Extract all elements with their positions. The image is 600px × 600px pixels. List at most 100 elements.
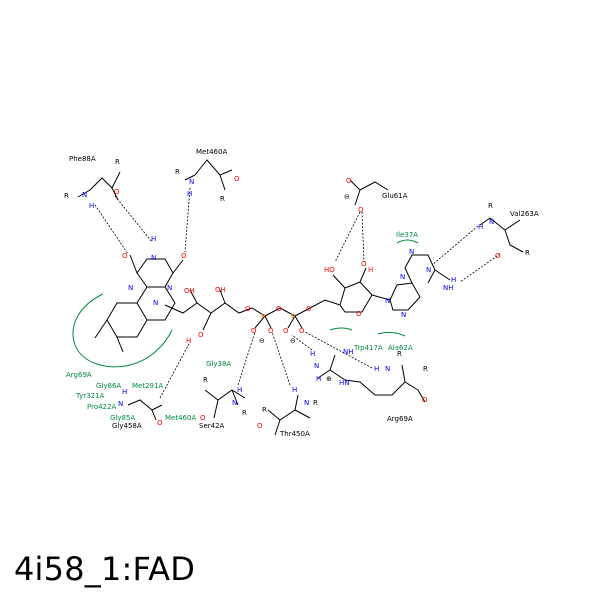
atom-r-arg69-b: R — [423, 365, 428, 373]
atom-r-ser42-a: R — [203, 376, 208, 384]
atom-h-arg69-bb: H — [374, 365, 379, 373]
hbond-val263-n6 — [459, 253, 501, 283]
hbond-phe88-o4 — [114, 195, 153, 243]
atom-n1-adenine: N — [426, 266, 431, 274]
atom-o-pb-1: O — [283, 327, 289, 335]
hbond-glu61-o3 — [361, 211, 365, 263]
residue-label-gly85: Gly85A — [110, 414, 135, 422]
hbond-arg69-op-b — [304, 331, 373, 369]
ligand-title: 4i58_1:FAD — [14, 550, 196, 588]
atom-n3: N — [151, 254, 156, 262]
hbond-val263-n1 — [431, 225, 479, 266]
atom-n9: N — [385, 297, 390, 305]
atom-o-ser42: O — [200, 414, 206, 422]
atom-h-arg69-c: H — [316, 375, 321, 383]
atom-o-glu61-a: O — [346, 177, 352, 185]
atom-o5-ribose: O — [306, 305, 312, 313]
atom-h-ribityl-3: H — [186, 337, 191, 345]
ligand-bonds — [77, 159, 524, 436]
atom-n-arg69-bb: N — [385, 365, 390, 373]
atom-h-phe88: H — [89, 202, 94, 210]
atom-oh-ribityl-4: OH — [215, 286, 226, 294]
atom-o-gly458: O — [157, 419, 163, 427]
atom-nh-adenine: NH — [443, 284, 454, 292]
atom-r-arg69-a: R — [397, 350, 402, 358]
atom-h-ribose-3: H — [368, 266, 373, 274]
hbond-thr450-op — [271, 331, 291, 386]
residue-label-gly38: Gly38A — [206, 360, 231, 368]
atom-nh-arg69-b: N — [314, 362, 319, 370]
atom-o-glu61-b: O — [358, 206, 364, 214]
hbond-ser42-op — [237, 331, 256, 386]
atom-o-ribityl-3: O — [198, 331, 204, 339]
atom-o-met460: O — [234, 175, 240, 183]
atom-r-met460-a: R — [175, 168, 180, 176]
residue-label-pro422: Pro422A — [87, 403, 116, 411]
hydrogen-bonds — [94, 187, 501, 399]
atom-o-phe88: O — [114, 188, 120, 196]
residue-label-val263: Val263A — [510, 210, 539, 218]
atom-n-ser42: N — [232, 399, 237, 407]
atom-ho-ribose-2: HO — [324, 266, 335, 274]
residue-label-ile37: Ile37A — [396, 231, 418, 239]
atom-h-met460: H — [187, 190, 192, 198]
atom-r-ser42-b: R — [242, 409, 247, 417]
charge-plus-arg69: ⊕ — [326, 375, 332, 383]
atom-n10: N — [153, 299, 158, 307]
hydrophobic-arc-ribose-b — [377, 331, 406, 337]
residue-label-thr450: Thr450A — [279, 430, 310, 438]
hbond-residue-labels: Phe88A Met460A Glu61A Val263A Ser42A Thr… — [69, 148, 539, 438]
atom-o-pa-1: O — [251, 327, 257, 335]
atom-r-val263-b: R — [525, 249, 530, 257]
atom-o-pb-2: O — [299, 327, 305, 335]
residue-label-met291: Met291A — [132, 382, 163, 390]
atom-nh2-arg69: NH — [343, 348, 354, 356]
atom-r-thr450-a: R — [262, 406, 267, 414]
atom-o-val263: O — [495, 252, 501, 260]
atom-o-arg69: O — [422, 396, 428, 404]
atom-n-gly458: N — [118, 400, 123, 408]
atom-h-adenine: H — [451, 276, 456, 284]
residue-label-phe88: Phe88A — [69, 155, 96, 163]
residue-label-gly86: Gly86A — [96, 382, 121, 390]
atom-o4-ribose: O — [356, 310, 362, 318]
residue-label-trp417: Trp417A — [353, 344, 383, 352]
atom-h-n3: H — [151, 235, 156, 243]
atom-oh-ribityl-2: OH — [184, 287, 195, 295]
hydrophobic-arcs — [72, 239, 419, 368]
atom-n-met460: N — [189, 178, 194, 186]
atom-hn-arg69: HN — [339, 379, 350, 387]
hydrophobic-arc-left — [72, 293, 173, 368]
atom-h-val263: H — [478, 223, 483, 231]
atom-n3-adenine: N — [400, 273, 405, 281]
residue-label-gly458: Gly458A — [112, 422, 142, 430]
atom-p-a: P — [261, 313, 265, 321]
residue-label-glu61: Glu61A — [382, 192, 408, 200]
residue-label-ser42: Ser42A — [199, 422, 225, 430]
atom-r-val263-a: R — [488, 202, 493, 210]
hydrophobic-residue-labels: Ile37A Trp417A Ala62A Gly38A Arg69A Gly8… — [66, 231, 418, 422]
residue-label-met460-bottom: Met460A — [165, 414, 196, 422]
atom-n7: N — [409, 248, 414, 256]
atom-h-thr450: H — [292, 386, 297, 394]
atom-p-b: P — [291, 313, 295, 321]
atom-oh-ribose-3: O — [361, 260, 367, 268]
atom-o-pa-2: O — [268, 327, 274, 335]
hbond-glu61-o2 — [334, 211, 361, 263]
residue-label-ala62: Ala62A — [388, 344, 413, 352]
hbond-phe88-n — [94, 204, 129, 255]
atom-o-thr450: O — [257, 422, 263, 430]
atom-n-purine-c: N — [401, 311, 406, 319]
atom-r-phe88-a: R — [115, 158, 120, 166]
atom-o4: O — [122, 252, 128, 260]
atom-labels: R O N R H R N O R H H N O O N N N OH OH … — [64, 158, 530, 430]
atom-r-met460-b: R — [220, 195, 225, 203]
hbond-arg69-op-a — [291, 334, 313, 351]
atom-o2: O — [181, 252, 187, 260]
atom-r-phe88-b: R — [64, 192, 69, 200]
charge-minus-pa: ⊖ — [259, 337, 265, 345]
atom-n-val263: N — [489, 218, 494, 226]
atom-o-bridge: O — [276, 305, 282, 313]
atom-n5: N — [128, 284, 133, 292]
